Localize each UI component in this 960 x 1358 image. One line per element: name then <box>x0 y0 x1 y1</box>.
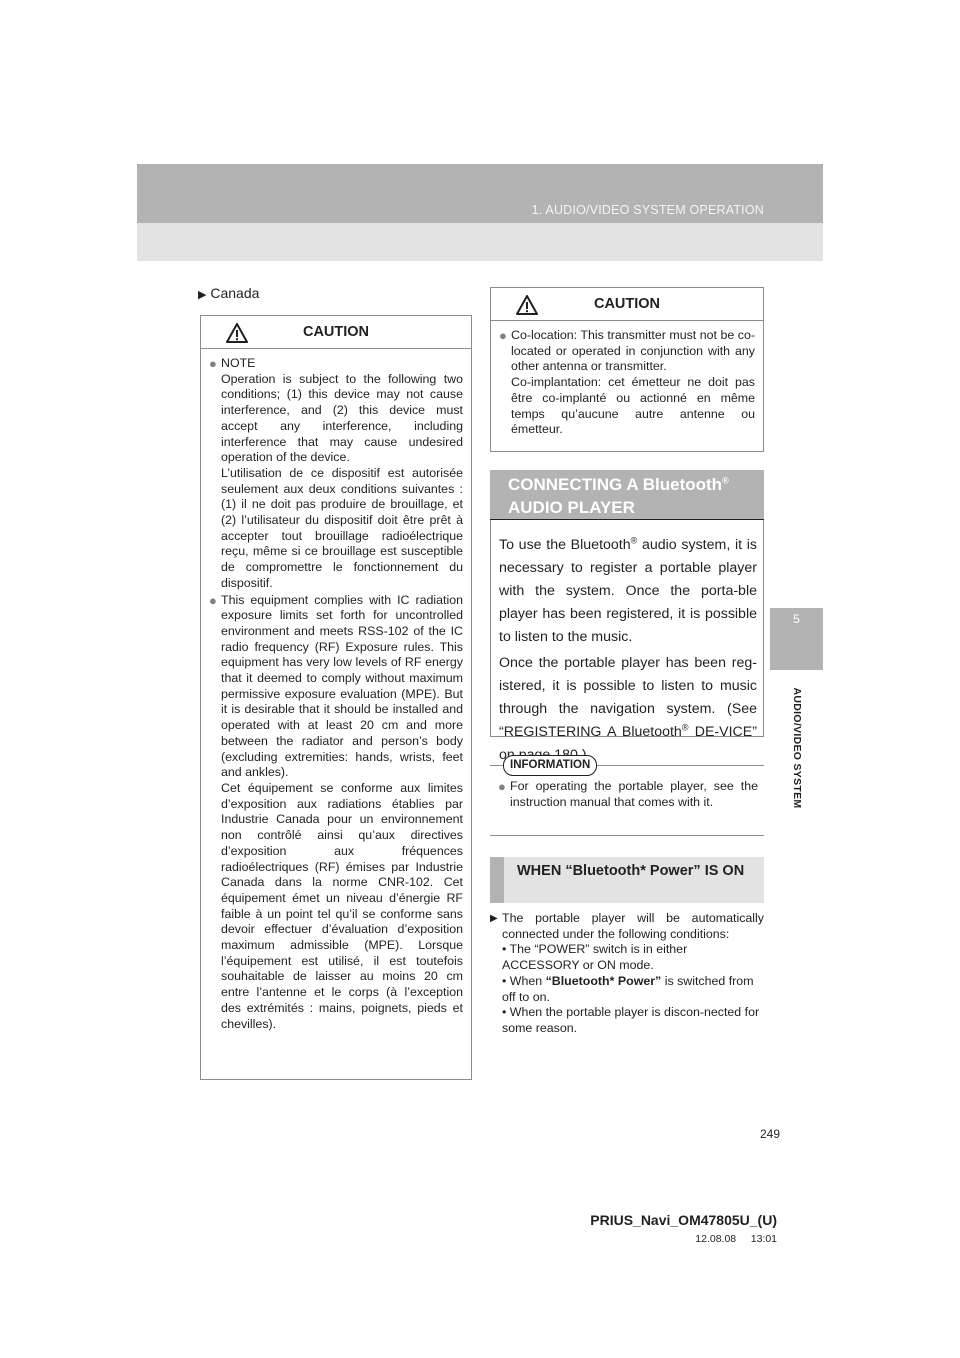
subsection-subitem: • The “POWER” switch is in either ACCESS… <box>502 942 688 973</box>
subsection-bar <box>490 857 504 903</box>
filled-circle-icon: ● <box>498 779 506 794</box>
header-subbar <box>137 223 823 261</box>
information-item: ● For operating the portable player, see… <box>498 779 758 810</box>
right-triangle-icon: ▶ <box>490 913 498 924</box>
canada-label: Canada <box>210 285 260 301</box>
subsection-subitem: • When the portable player is discon-nec… <box>502 1005 760 1035</box>
registered-mark: ® <box>630 535 638 546</box>
caution-body: ● NOTE Operation is subject to the follo… <box>209 356 463 1032</box>
text-run: Once the portable player has been reg-is… <box>499 655 757 740</box>
intro-paragraph: To use the Bluetooth® audio system, it i… <box>499 534 757 649</box>
caution-paragraph: L’utilisation de ce dispositif est autor… <box>221 465 463 590</box>
section-banner <box>490 470 764 520</box>
caution-item: ● NOTE Operation is subject to the follo… <box>209 356 463 592</box>
caution-box-left: CAUTION ● NOTE Operation is subject to t… <box>200 315 472 1080</box>
warning-triangle-icon <box>226 323 248 343</box>
caution-paragraph: Co-implantation: cet émetteur ne doit pa… <box>511 375 755 437</box>
chapter-label-wrap: AUDIO/VIDEO SYSTEM <box>770 670 823 830</box>
header-bar <box>137 164 823 223</box>
information-body: ● For operating the portable player, see… <box>498 779 758 810</box>
information-label: INFORMATION <box>503 755 598 776</box>
print-date: 12.08.08 13:01 <box>695 1233 777 1245</box>
info-divider-top <box>490 765 764 766</box>
subsection-lead: The portable player will be automaticall… <box>502 911 764 941</box>
caution-item: ● This equipment complies with IC radiat… <box>209 593 463 1033</box>
intro-text: To use the Bluetooth® audio system, it i… <box>499 534 757 767</box>
caution-paragraph: This equipment complies with IC radiatio… <box>221 592 463 780</box>
registered-mark: ® <box>681 722 689 733</box>
section-header-title: 1. AUDIO/VIDEO SYSTEM OPERATION <box>531 203 764 217</box>
information-text: For operating the portable player, see t… <box>510 779 758 809</box>
text-run: audio system, it is necessary to registe… <box>499 537 758 645</box>
right-triangle-icon: ▶ <box>198 289 207 301</box>
caution-paragraph: Operation is subject to the following tw… <box>221 371 463 465</box>
page-number: 249 <box>759 1127 780 1141</box>
caution-body: ● Co-location: This transmitter must not… <box>499 328 755 438</box>
caution-divider <box>491 320 763 321</box>
caution-box-right: CAUTION ● Co-location: This transmitter … <box>490 287 764 452</box>
text-run: To use the Bluetooth <box>499 537 631 553</box>
filled-circle-icon: ● <box>209 592 217 608</box>
subsection-banner <box>490 857 764 903</box>
info-divider-bottom <box>490 835 764 836</box>
subsection-body: ▶ The portable player will be automatica… <box>490 911 764 1037</box>
chapter-number: 5 <box>793 612 800 626</box>
intro-box: To use the Bluetooth® audio system, it i… <box>490 520 764 763</box>
section-title-text: AUDIO PLAYER <box>508 498 635 517</box>
caution-paragraph: Cet équipement se conforme aux limites d… <box>221 780 463 1031</box>
filled-circle-icon: ● <box>209 356 217 371</box>
caution-paragraph: Co-location: This transmitter must not b… <box>511 328 755 374</box>
caution-paragraph: NOTE <box>221 356 256 370</box>
section-title-text: CONNECTING A Bluetooth <box>508 475 723 494</box>
text-run: • When <box>502 973 546 988</box>
document-id: PRIUS_Navi_OM47805U_(U) <box>590 1212 777 1228</box>
intro-paragraph: Once the portable player has been reg-is… <box>499 652 757 767</box>
subsection-subitem: • When “Bluetooth* Power” is switched fr… <box>490 974 764 1005</box>
bold-term: “Bluetooth* Power” <box>545 973 662 988</box>
caution-divider <box>201 348 471 349</box>
warning-triangle-icon <box>516 295 538 315</box>
subsection-title: WHEN “Bluetooth* Power” IS ON <box>517 863 745 879</box>
filled-circle-icon: ● <box>499 328 507 343</box>
chapter-label: AUDIO/VIDEO SYSTEM <box>790 687 803 809</box>
text-run: is switched from off to on. <box>502 973 754 1004</box>
caution-item: ● Co-location: This transmitter must not… <box>499 328 755 438</box>
registered-mark: ® <box>722 475 729 486</box>
caution-title: CAUTION <box>593 296 661 312</box>
section-title: CONNECTING A Bluetooth® AUDIO PLAYER <box>508 473 758 519</box>
caution-title: CAUTION <box>302 324 370 340</box>
subsection-item: ▶ The portable player will be automatica… <box>490 911 764 942</box>
canada-heading: ▶ Canada <box>198 285 259 301</box>
chapter-tab <box>770 608 823 670</box>
